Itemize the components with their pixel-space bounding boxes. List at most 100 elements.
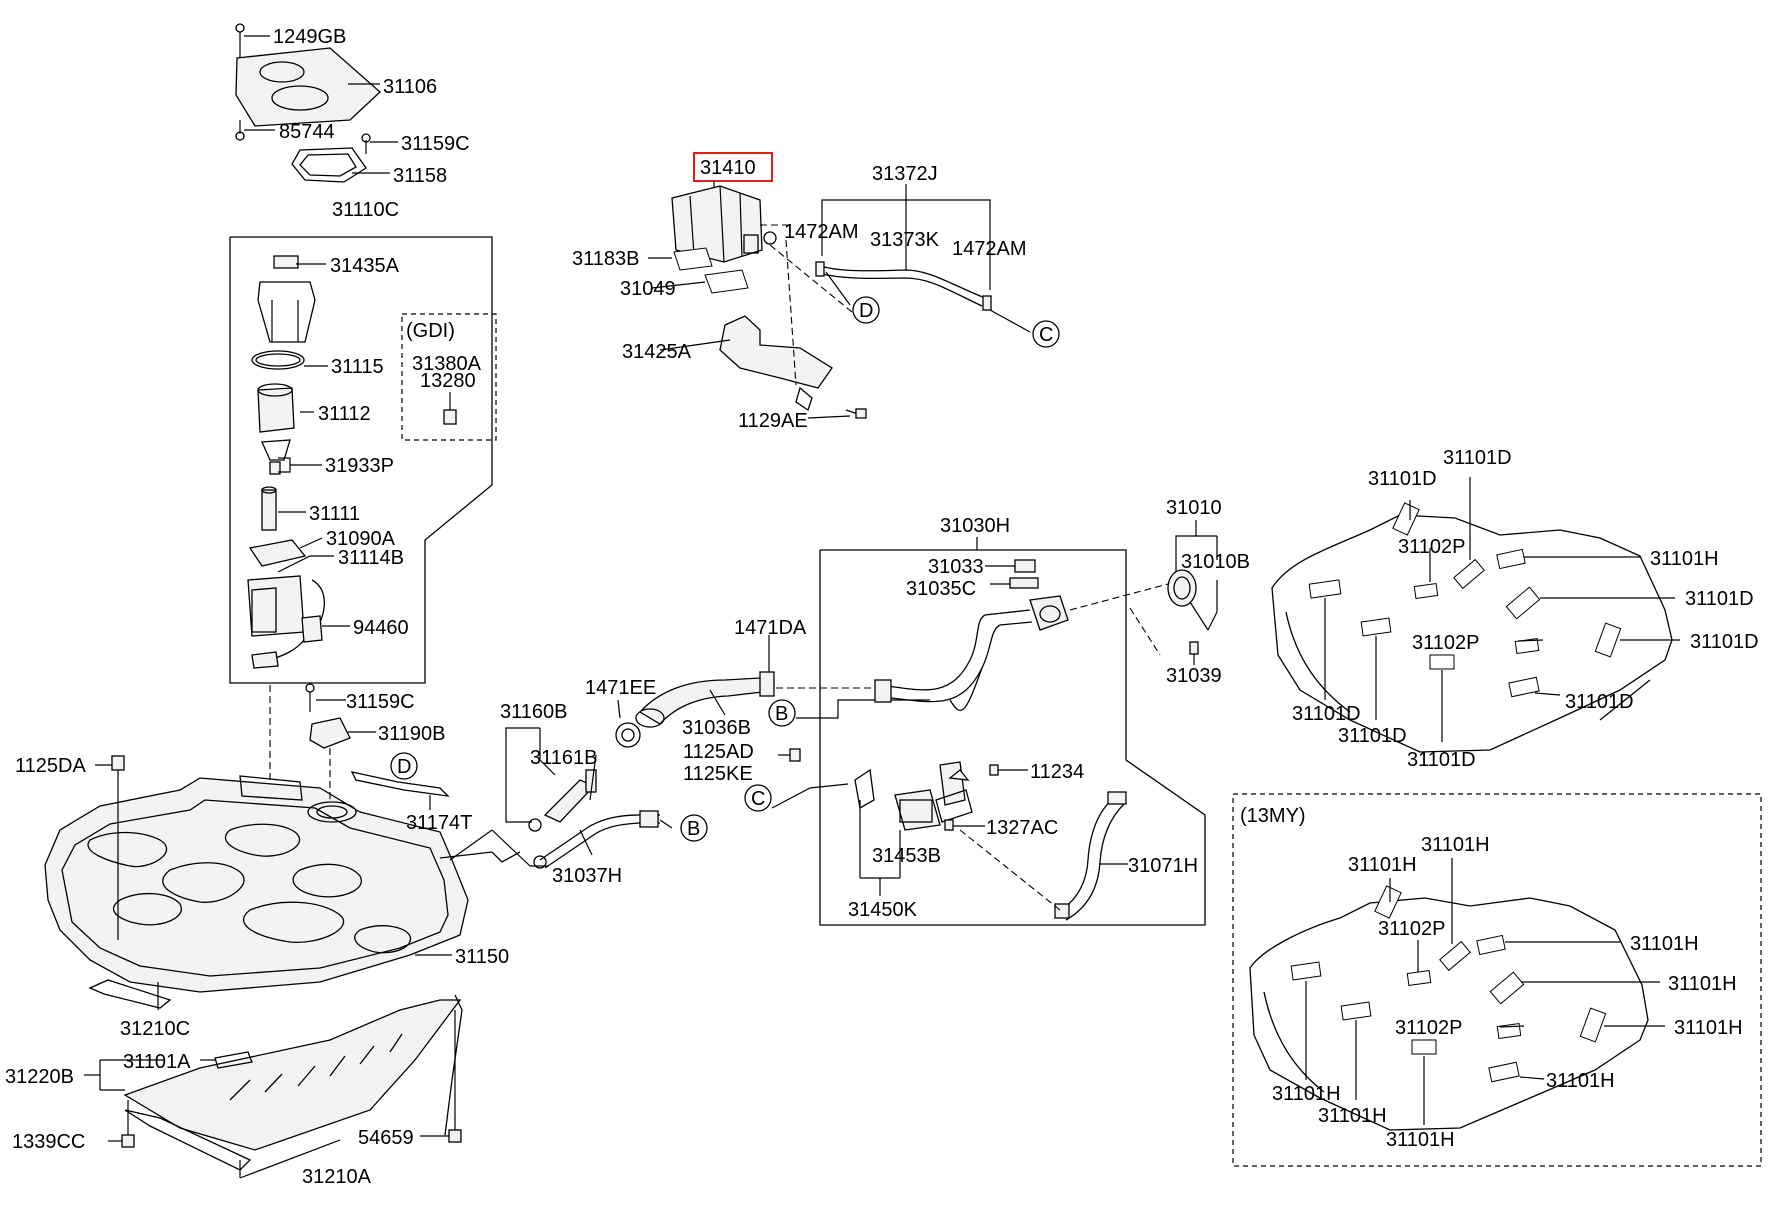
- label-13my: (13MY): [1240, 805, 1306, 827]
- label-1129AE: 1129AE: [738, 410, 808, 432]
- label-31035C: 31035C: [906, 578, 976, 600]
- label-31933P: 31933P: [325, 455, 394, 477]
- label-31037H: 31037H: [552, 865, 622, 887]
- label-31160B: 31160B: [500, 701, 567, 723]
- label-31380A: 31380A: [412, 353, 482, 375]
- label-31158: 31158: [393, 165, 447, 187]
- label-31010B: 31010B: [1181, 551, 1250, 573]
- marker-D-left-label: D: [397, 756, 411, 778]
- label-31372J: 31372J: [872, 163, 938, 185]
- label-31220B: 31220B: [5, 1066, 74, 1088]
- label-tank2-31102P-b: 31102P: [1395, 1017, 1462, 1039]
- label-tank1-31102P-a: 31102P: [1398, 536, 1465, 558]
- label-1125KE: 1125KE: [683, 763, 753, 785]
- part-31410-highlight: [693, 152, 773, 182]
- bracket-31425A: [719, 315, 833, 412]
- label-31106: 31106: [383, 76, 437, 98]
- label-31090A: 31090A: [326, 528, 396, 550]
- label-31210C: 31210C: [120, 1018, 190, 1040]
- label-1125DA: 1125DA: [15, 755, 86, 777]
- sensor-13280-icon: [443, 409, 457, 425]
- label-tank1-31101D-b: 31101D: [1443, 447, 1512, 469]
- label-31210A: 31210A: [302, 1166, 372, 1188]
- strap-31210C: [88, 979, 172, 1009]
- label-tank1-31101D-c: 31101D: [1685, 588, 1754, 610]
- label-1125AD: 1125AD: [683, 741, 754, 763]
- hose-31071H: [1054, 791, 1127, 921]
- label-1471DA: 1471DA: [734, 617, 807, 639]
- clamp-1471DA: [759, 671, 775, 697]
- marker-B-left-label: B: [687, 818, 700, 840]
- label-tank1-31102P-b: 31102P: [1412, 632, 1479, 654]
- label-tank1-31101D-h: 31101D: [1407, 749, 1476, 771]
- marker-D-top-label: D: [859, 300, 873, 322]
- fuel-cap-31010: [1167, 569, 1197, 607]
- marker-B-mid: [768, 699, 796, 727]
- label-1327AC: 1327AC: [986, 817, 1058, 839]
- label-31425A: 31425A: [622, 341, 692, 363]
- label-tank2-31102P-a: 31102P: [1378, 918, 1445, 940]
- filler-neck-assembly: [874, 559, 1069, 712]
- marker-C-top-label: C: [1039, 324, 1053, 346]
- label-31010: 31010: [1166, 497, 1222, 519]
- variant-13my-box: [1232, 793, 1762, 1167]
- label-1472AM-left: 1472AM: [784, 221, 859, 243]
- tank-heat-pads-view-1: [1271, 514, 1673, 753]
- label-tank1-31101D-e: 31101D: [1292, 703, 1361, 725]
- label-tank2-31101H-c: 31101H: [1630, 933, 1699, 955]
- label-tank1-31101D-a: 31101D: [1368, 468, 1437, 490]
- label-31410: 31410: [700, 157, 756, 179]
- label-31373K: 31373K: [870, 229, 940, 251]
- label-13280: 13280: [420, 370, 476, 392]
- label-31159C: 31159C: [401, 133, 470, 155]
- label-gdi: (GDI): [406, 320, 455, 342]
- label-tank2-31101H-a: 31101H: [1348, 854, 1417, 876]
- label-tank1-31101D-d: 31101D: [1690, 631, 1759, 653]
- label-31101A: 31101A: [123, 1051, 191, 1073]
- label-54659: 54659: [358, 1127, 414, 1149]
- label-tank2-31101H-g: 31101H: [1546, 1070, 1615, 1092]
- fuel-tank-31150: [44, 775, 521, 993]
- marker-B-mid-label: B: [775, 703, 788, 725]
- label-31036B: 31036B: [682, 717, 751, 739]
- label-tank2-31101H-b: 31101H: [1421, 834, 1490, 856]
- label-31115: 31115: [331, 356, 384, 378]
- label-tank1-31101H: 31101H: [1650, 548, 1719, 570]
- label-tank2-31101H-f: 31101H: [1272, 1083, 1341, 1105]
- label-31112: 31112: [318, 403, 371, 425]
- label-tank1-31101D-g: 31101D: [1338, 725, 1407, 747]
- label-31030H: 31030H: [940, 515, 1010, 537]
- marker-C-mid-label: C: [751, 788, 765, 810]
- label-31435A: 31435A: [330, 255, 400, 277]
- label-tank2-31101H-d: 31101H: [1668, 973, 1737, 995]
- marker-C-top: [1032, 320, 1060, 348]
- canister-31410: [671, 185, 777, 263]
- label-tank2-31101H-h: 31101H: [1318, 1105, 1387, 1127]
- label-31033: 31033: [928, 556, 984, 578]
- label-tank2-31101H-i: 31101H: [1386, 1129, 1455, 1151]
- label-31161B: 31161B: [530, 747, 597, 769]
- label-31450K: 31450K: [848, 899, 918, 921]
- pad-31049: [704, 269, 749, 294]
- undercover-31220B: [123, 994, 463, 1151]
- label-85744: 85744: [279, 121, 335, 143]
- marker-C-mid: [744, 784, 772, 812]
- pad-31183B: [673, 247, 713, 271]
- label-tank1-31101D-f: 31101D: [1565, 691, 1634, 713]
- label-1472AM-right: 1472AM: [952, 238, 1027, 260]
- label-31071H: 31071H: [1128, 855, 1198, 877]
- label-31159C-lower: 31159C: [346, 691, 415, 713]
- canister-bracket-assembly: [854, 761, 973, 831]
- fuel-pump-cover-group: [235, 23, 381, 183]
- label-1471EE: 1471EE: [585, 677, 656, 699]
- label-11234: 11234: [1030, 761, 1084, 783]
- label-31114B: 31114B: [338, 547, 404, 569]
- label-31453B: 31453B: [872, 845, 941, 867]
- label-31174T: 31174T: [406, 812, 472, 834]
- marker-D-left: [390, 752, 418, 780]
- label-31190B: 31190B: [378, 723, 445, 745]
- label-31110C: 31110C: [332, 199, 399, 221]
- bracket-31174T: [350, 771, 450, 797]
- marker-D-top: [852, 296, 880, 324]
